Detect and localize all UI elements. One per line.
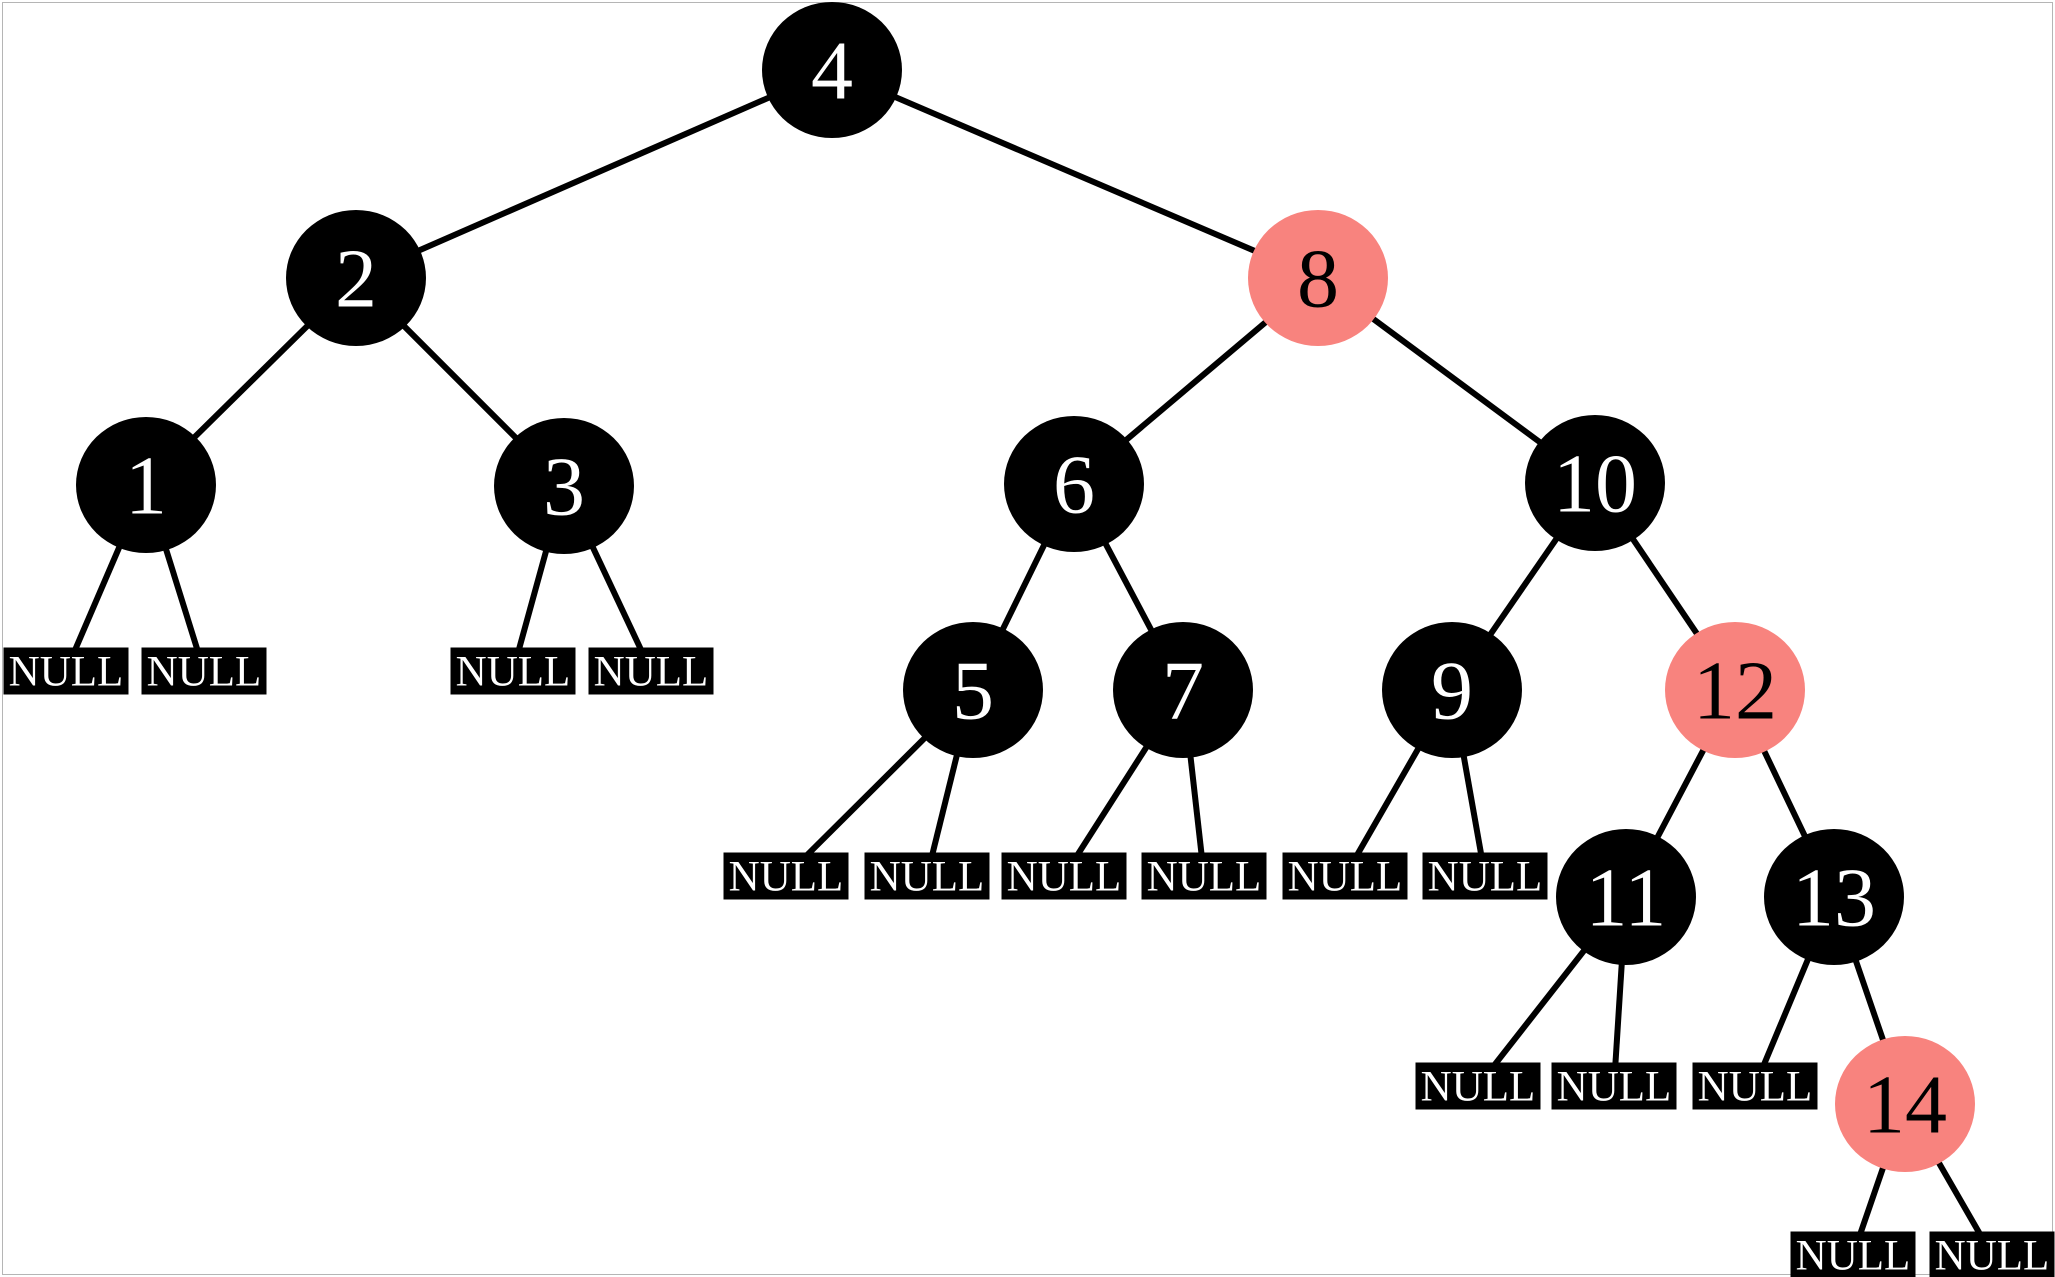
null-leaf-label-n12: NULL — [1557, 1064, 1672, 1111]
tree-node-circle-12 — [1665, 622, 1805, 758]
null-leaf-box-n9 — [1282, 852, 1408, 900]
tree-node-circle-2 — [286, 210, 426, 346]
null-leaf-label-n9: NULL — [1288, 854, 1403, 901]
tree-node-label-4: 4 — [811, 25, 853, 118]
null-leaf-label-n5: NULL — [729, 854, 844, 901]
tree-node-circle-8 — [1248, 210, 1388, 346]
null-leaf-label-n3: NULL — [456, 649, 571, 696]
tree-node-label-5: 5 — [952, 645, 994, 738]
null-leaf-box-n12 — [1551, 1062, 1677, 1110]
tree-node-label-9: 9 — [1431, 645, 1473, 738]
tree-node-label-12: 12 — [1693, 645, 1777, 738]
tree-node-label-8: 8 — [1297, 233, 1339, 326]
tree-node-label-11: 11 — [1586, 852, 1667, 945]
null-leaf-box-n15 — [1929, 1231, 2055, 1277]
tree-node-circle-14 — [1835, 1036, 1975, 1172]
tree-node-label-13: 13 — [1792, 852, 1876, 945]
tree-edge-4-2 — [354, 67, 834, 281]
null-leaf-box-n6 — [864, 852, 990, 900]
tree-node-label-10: 10 — [1553, 438, 1637, 531]
tree-node-circle-6 — [1004, 416, 1144, 552]
tree-node-label-3: 3 — [543, 441, 585, 534]
null-leaf-label-n10: NULL — [1428, 854, 1543, 901]
null-leaf-label-n8: NULL — [1147, 854, 1262, 901]
tree-node-circle-5 — [903, 622, 1043, 758]
null-leaf-box-n14 — [1790, 1231, 1916, 1277]
tree-node-circle-10 — [1525, 415, 1665, 551]
null-leaf-box-n4 — [588, 647, 714, 695]
tree-node-label-7: 7 — [1162, 645, 1204, 738]
null-leaf-box-n5 — [723, 852, 849, 900]
null-leaf-label-n1: NULL — [9, 649, 124, 696]
null-leaf-box-n3 — [450, 647, 576, 695]
null-leaf-box-n13 — [1692, 1062, 1818, 1110]
null-leaf-label-n14: NULL — [1796, 1233, 1911, 1277]
null-leaf-box-n2 — [141, 647, 267, 695]
tree-edge-4-8 — [830, 67, 1320, 281]
tree-node-circle-13 — [1764, 829, 1904, 965]
tree-node-circle-7 — [1113, 622, 1253, 758]
null-leaf-box-n11 — [1415, 1062, 1541, 1110]
tree-node-label-2: 2 — [335, 233, 377, 326]
null-leaf-label-n11: NULL — [1421, 1064, 1536, 1111]
tree-node-circle-3 — [494, 418, 634, 554]
null-leaf-label-n15: NULL — [1935, 1233, 2050, 1277]
tree-node-circle-11 — [1556, 829, 1696, 965]
tree-node-label-6: 6 — [1053, 439, 1095, 532]
tree-node-circle-4 — [762, 2, 902, 138]
null-leaf-box-n10 — [1422, 852, 1548, 900]
null-leaf-label-n4: NULL — [594, 649, 709, 696]
tree-node-circle-9 — [1382, 622, 1522, 758]
tree-node-label-1: 1 — [125, 440, 167, 533]
null-leaf-label-n6: NULL — [870, 854, 985, 901]
null-leaf-box-n1 — [3, 647, 129, 695]
tree-node-circle-1 — [76, 417, 216, 553]
null-leaf-label-n13: NULL — [1698, 1064, 1813, 1111]
null-leaf-box-n8 — [1141, 852, 1267, 900]
null-leaf-label-n7: NULL — [1007, 854, 1122, 901]
null-leaf-label-n2: NULL — [147, 649, 262, 696]
tree-node-label-14: 14 — [1863, 1059, 1947, 1152]
null-leaf-box-n7 — [1001, 852, 1127, 900]
